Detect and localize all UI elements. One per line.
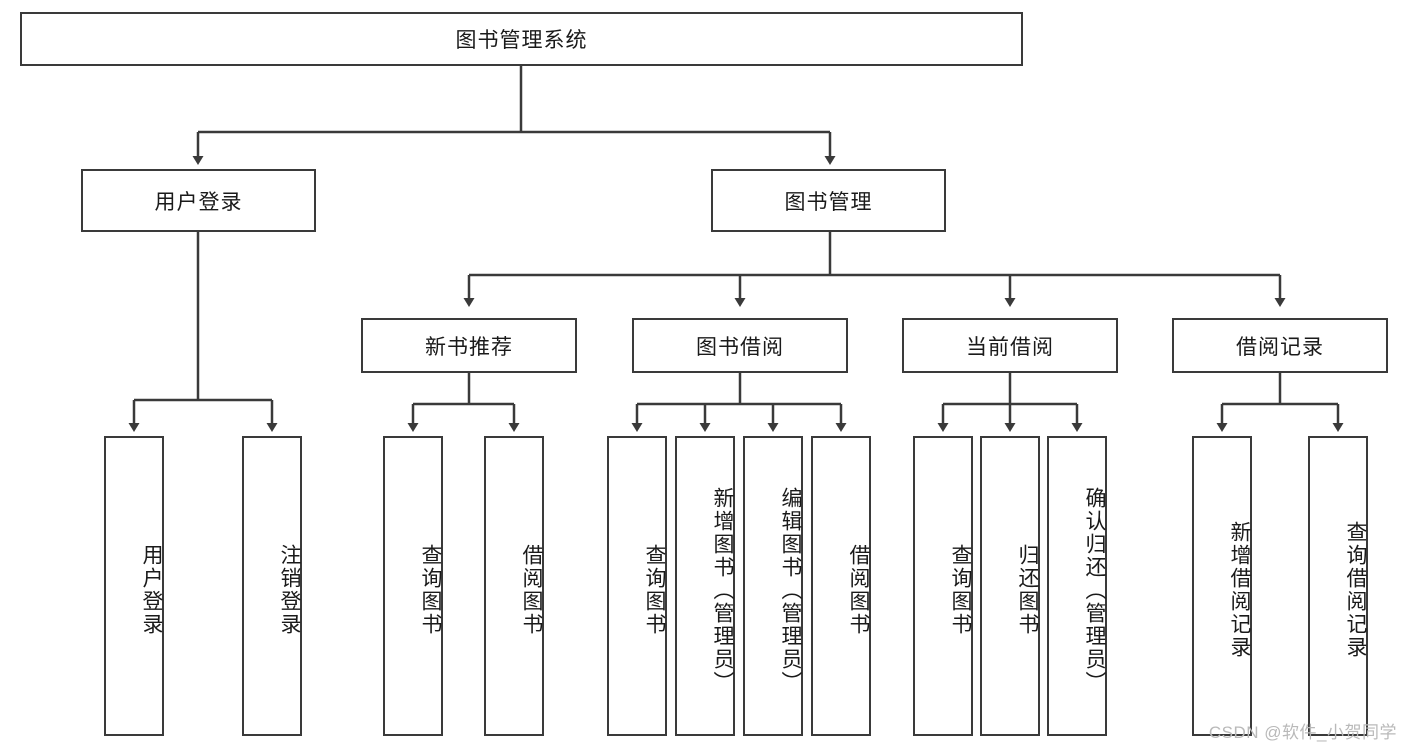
- leaf-current-return-book[interactable]: 归还图书: [980, 436, 1040, 736]
- leaf-user-login-logout[interactable]: 注销登录: [242, 436, 302, 736]
- node-label: 借阅记录: [1236, 335, 1324, 359]
- leaf-current-confirm-return[interactable]: 确认归还（管理员）: [1047, 436, 1107, 736]
- node-label: 查询借阅记录: [1344, 521, 1367, 659]
- node-label: 确认归还（管理员）: [1083, 486, 1106, 694]
- watermark-text: CSDN @软件_小贺同学: [1208, 723, 1397, 742]
- leaf-record-query-record[interactable]: 查询借阅记录: [1308, 436, 1368, 736]
- node-label: 查询图书: [643, 544, 666, 636]
- leaf-user-login-login[interactable]: 用户登录: [104, 436, 164, 736]
- node-label: 图书管理: [784, 190, 873, 214]
- node-label: 新增图书（管理员）: [711, 486, 734, 694]
- leaf-borrow-add-book[interactable]: 新增图书（管理员）: [675, 436, 735, 736]
- node-borrow-record[interactable]: 借阅记录: [1172, 318, 1388, 373]
- node-label: 查询图书: [419, 544, 442, 636]
- node-label: 用户登录: [140, 544, 163, 636]
- node-label: 编辑图书（管理员）: [779, 486, 802, 694]
- node-label: 注销登录: [278, 544, 301, 636]
- node-book-management[interactable]: 图书管理: [711, 169, 946, 232]
- leaf-borrow-query-book[interactable]: 查询图书: [607, 436, 667, 736]
- node-book-borrow[interactable]: 图书借阅: [632, 318, 848, 373]
- node-label: 用户登录: [154, 190, 243, 214]
- node-label: 归还图书: [1016, 544, 1039, 636]
- leaf-current-query-book[interactable]: 查询图书: [913, 436, 973, 736]
- node-new-book-recommend[interactable]: 新书推荐: [361, 318, 577, 373]
- node-label: 新增借阅记录: [1228, 521, 1251, 659]
- node-label: 借阅图书: [847, 544, 870, 636]
- leaf-record-add-record[interactable]: 新增借阅记录: [1192, 436, 1252, 736]
- node-label: 图书借阅: [696, 335, 784, 359]
- leaf-borrow-edit-book[interactable]: 编辑图书（管理员）: [743, 436, 803, 736]
- node-label: 图书管理系统: [455, 29, 588, 52]
- node-label: 查询图书: [949, 544, 972, 636]
- node-label: 借阅图书: [520, 544, 543, 636]
- node-label: 当前借阅: [966, 335, 1054, 359]
- node-label: 新书推荐: [425, 335, 513, 359]
- leaf-recommend-query-book[interactable]: 查询图书: [383, 436, 443, 736]
- leaf-recommend-borrow-book[interactable]: 借阅图书: [484, 436, 544, 736]
- node-current-borrow[interactable]: 当前借阅: [902, 318, 1118, 373]
- leaf-borrow-borrow-book[interactable]: 借阅图书: [811, 436, 871, 736]
- node-user-login[interactable]: 用户登录: [81, 169, 316, 232]
- node-root-system[interactable]: 图书管理系统: [20, 12, 1023, 66]
